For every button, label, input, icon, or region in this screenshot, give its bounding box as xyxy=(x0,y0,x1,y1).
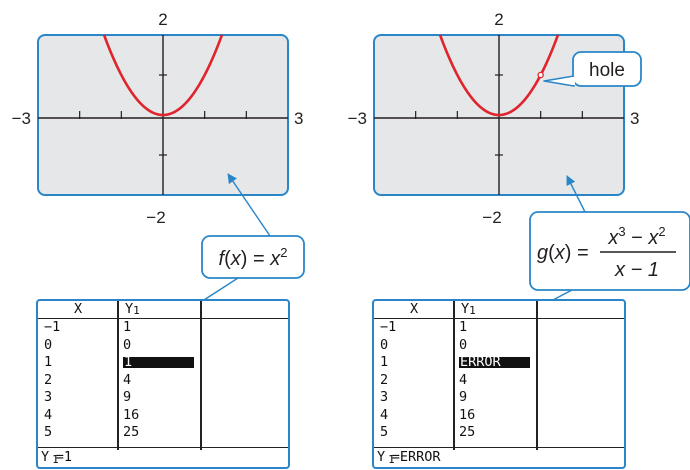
table-cell-y: 16 xyxy=(123,406,140,423)
table-cell-x: 5 xyxy=(44,424,53,440)
table-g-footer-prefix: Y xyxy=(377,449,386,465)
table-f-col-x: X xyxy=(74,301,83,317)
f-rhs-base: x xyxy=(269,248,281,270)
table-cell-y: 9 xyxy=(459,389,468,405)
graph-f-xmin-label: −3 xyxy=(12,109,31,128)
table-g-col-x: X xyxy=(410,301,419,317)
table-cell-y: 1 xyxy=(123,319,132,335)
table-cell-x: 0 xyxy=(44,336,53,353)
graph-f-ymin-label: −2 xyxy=(146,208,165,227)
g-callout-denominator: x − 1 xyxy=(614,259,659,281)
table-f-col-y-sub: 1 xyxy=(133,304,140,317)
f-callout-formula: f(x) = x2 xyxy=(219,245,288,270)
table-cell-y-selected: 1 xyxy=(123,355,194,369)
table-cell-y: 4 xyxy=(459,371,468,388)
f-callout-arrow-up xyxy=(227,173,271,237)
g-callout-arrow-up xyxy=(566,175,586,213)
table-cell-x: −1 xyxy=(380,319,397,335)
table-cell-x: 4 xyxy=(380,406,389,423)
table-g-divider-2 xyxy=(536,301,538,450)
g-fn-name: g xyxy=(537,242,548,264)
table-cell-x: 2 xyxy=(44,371,53,388)
table-g-col-y: Y1 xyxy=(461,301,476,318)
g-rparen-eq: ) = xyxy=(565,242,589,264)
table-cell-y: 0 xyxy=(459,336,468,353)
g-num-a-exp: 3 xyxy=(618,224,625,239)
table-g-divider-1 xyxy=(453,301,455,450)
graph-g-xmin-label: −3 xyxy=(348,109,367,128)
table-cell-x: 3 xyxy=(44,389,53,405)
f-lparen: ( xyxy=(224,248,231,270)
hole-callout-label: hole xyxy=(589,60,625,81)
g-callout-box xyxy=(529,211,690,291)
table-f-footer-value: =1 xyxy=(55,449,73,465)
table-cell-y: 0 xyxy=(123,336,132,353)
table-f-header: X Y1 xyxy=(38,301,288,319)
table-cell-y: 25 xyxy=(459,424,476,440)
g-num-a-base: x xyxy=(607,227,619,249)
f-callout-box xyxy=(201,235,305,279)
table-cell-x: 3 xyxy=(380,389,389,405)
f-rhs-exp: 2 xyxy=(280,245,287,260)
table-g-footer-sub: 1 xyxy=(388,453,395,466)
graph-f-ticks xyxy=(79,74,247,156)
table-cell-y: 1 xyxy=(459,319,468,335)
graph-f-curve xyxy=(102,34,224,117)
table-cell-x: 5 xyxy=(380,424,389,440)
g-var: x xyxy=(554,242,566,264)
graph-g-curve xyxy=(438,34,560,117)
g-callout-lhs: g(x) = xyxy=(537,242,589,264)
graph-g-ticks xyxy=(415,74,583,156)
g-num-b-base: x xyxy=(647,227,659,249)
table-cell-x: 1 xyxy=(44,354,53,370)
graph-g-ymin-label: −2 xyxy=(482,208,501,227)
graph-g-ymax-label: 2 xyxy=(494,10,503,29)
f-fn-name: f xyxy=(219,248,227,270)
g-num-b-exp: 2 xyxy=(658,224,665,239)
table-g-header: X Y1 xyxy=(374,301,624,319)
f-callout: f(x) = x2 xyxy=(175,173,305,319)
table-f-col-y: Y1 xyxy=(125,301,140,318)
f-var: x xyxy=(230,248,242,270)
table-g-col-y-sub: 1 xyxy=(469,304,476,317)
table-f-footer-prefix: Y xyxy=(41,449,50,465)
table-f-col-y-text: Y xyxy=(125,301,134,317)
table-cell-y: 9 xyxy=(123,389,132,405)
table-cell-y: 4 xyxy=(123,371,132,388)
g-num-op: − xyxy=(631,227,643,249)
table-cell-x: 1 xyxy=(380,354,389,370)
table-cell-y-selected: ERROR xyxy=(459,355,530,369)
g-callout: g(x) = x3 − x2 x − 1 xyxy=(512,175,690,322)
table-cell-x: 4 xyxy=(44,406,53,423)
table-cell-y: 16 xyxy=(459,406,476,423)
table-g-footer-value: =ERROR xyxy=(391,449,441,465)
table-g-col-y-text: Y xyxy=(461,301,470,317)
table-cell-x: 2 xyxy=(380,371,389,388)
g-callout-numerator: x3 − x2 xyxy=(607,224,665,249)
table-cell-x: −1 xyxy=(44,319,61,335)
graph-g: 2 −2 −3 3 xyxy=(348,10,640,227)
graph-g-xmax-label: 3 xyxy=(630,109,639,128)
graph-f: 2 −2 −3 3 xyxy=(12,10,304,227)
g-lparen: ( xyxy=(548,242,555,264)
graph-g-hole-marker xyxy=(537,71,544,79)
hole-callout: hole xyxy=(543,51,642,87)
f-rparen-eq: ) = xyxy=(241,248,270,270)
graph-f-xmax-label: 3 xyxy=(294,109,303,128)
graph-f-ymax-label: 2 xyxy=(158,10,167,29)
table-cell-x: 0 xyxy=(380,336,389,353)
hole-callout-box xyxy=(572,51,642,87)
table-f-divider-2 xyxy=(200,301,202,450)
table-cell-y: 25 xyxy=(123,424,140,440)
table-f-divider-1 xyxy=(117,301,119,450)
table-f-footer-sub: 1 xyxy=(52,453,59,466)
